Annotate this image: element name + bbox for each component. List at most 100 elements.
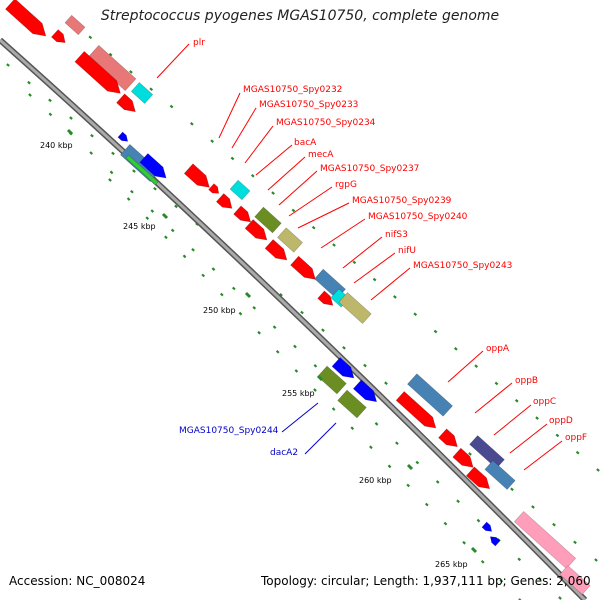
gc-dot xyxy=(311,225,316,230)
gc-dot xyxy=(89,151,93,155)
gene-callout-line xyxy=(231,107,257,149)
gene-opp-1-shape xyxy=(407,373,453,417)
gene-bottom-4 xyxy=(489,536,501,547)
gene-label: plr xyxy=(193,38,205,48)
gc-dot xyxy=(435,480,440,484)
gene-mid-13-shape xyxy=(317,290,334,306)
kbp-tick-label: 265 kbp xyxy=(435,560,468,569)
gc-dot xyxy=(189,122,194,126)
gc-dot xyxy=(499,579,504,583)
gene-bottom-1-shape xyxy=(513,510,577,570)
gene-inner-7-shape xyxy=(337,389,367,419)
gene-callout-line xyxy=(304,422,337,455)
gc-dot xyxy=(555,433,560,438)
gc-dot xyxy=(424,502,429,507)
gene-inner-8 xyxy=(352,379,378,403)
gene-opp-5-shape xyxy=(469,435,505,469)
gene-mid-4 xyxy=(215,193,233,209)
backbone-core xyxy=(0,38,587,600)
gene-opp-3-shape xyxy=(438,428,458,448)
gene-callout-line xyxy=(447,350,484,383)
gene-opp-6 xyxy=(484,460,516,490)
gene-mid-8 xyxy=(277,227,303,253)
genome-backbone xyxy=(0,37,588,600)
gene-inner-7 xyxy=(337,389,367,419)
gene-mid-10-shape xyxy=(290,255,316,280)
gene-mid-6 xyxy=(254,206,282,234)
gene-callout-line xyxy=(342,236,383,269)
gc-dot xyxy=(413,312,418,317)
topology-label: Topology: circular; Length: 1,937,111 bp… xyxy=(261,574,591,588)
gc-dot xyxy=(250,173,255,178)
gc-dot xyxy=(272,325,277,329)
gc-dot xyxy=(153,186,157,191)
gc-dot xyxy=(395,441,399,446)
gene-inner-4-shape xyxy=(117,131,129,142)
gc-dot xyxy=(443,521,448,526)
gc-dot xyxy=(170,228,175,233)
gene-opp-3 xyxy=(438,428,458,448)
gene-label: oppB xyxy=(515,376,538,386)
gc-dot xyxy=(149,87,154,92)
gc-dot xyxy=(164,235,168,240)
gc-dot xyxy=(535,416,539,420)
gc-dot xyxy=(6,63,10,67)
gc-dot xyxy=(321,328,325,332)
gene-mid-7-shape xyxy=(244,219,268,241)
gc-dot xyxy=(238,311,243,316)
gene-mid-3 xyxy=(229,179,251,201)
gc-dot xyxy=(169,104,174,109)
gene-mid-6-shape xyxy=(254,206,282,234)
gc-dot xyxy=(109,170,114,175)
gene-callout-line xyxy=(156,43,190,79)
gc-dot xyxy=(132,169,136,173)
gene-label: MGAS10750_Spy0233 xyxy=(259,100,358,110)
gene-label: bacA xyxy=(294,138,317,148)
gene-callout-line xyxy=(255,144,293,176)
gc-dot xyxy=(27,80,31,85)
kbp-tick-mark xyxy=(316,374,324,382)
gene-topleft-5-shape xyxy=(74,50,121,94)
gc-dot xyxy=(594,558,598,562)
gc-dot xyxy=(108,178,112,182)
accession-label: Accession: NC_008024 xyxy=(9,574,146,588)
gene-label: MGAS10750_Spy0232 xyxy=(243,85,342,95)
gene-topleft-3-shape xyxy=(64,14,86,36)
gene-inner-4 xyxy=(117,131,129,142)
gene-opp-7 xyxy=(465,466,491,490)
gene-mid-7 xyxy=(244,219,268,241)
gc-dot xyxy=(331,407,336,411)
gene-mid-2 xyxy=(208,183,220,194)
gc-dot xyxy=(271,191,275,195)
gene-label: oppF xyxy=(565,433,587,443)
gene-callout-line xyxy=(297,202,350,229)
gene-mid-1 xyxy=(183,163,210,188)
gene-mid-9 xyxy=(264,239,288,261)
gene-callout-line xyxy=(218,92,241,139)
gene-label: nifS3 xyxy=(385,230,408,240)
gene-topleft-3 xyxy=(64,14,86,36)
gc-dot xyxy=(474,364,479,368)
gc-dot xyxy=(201,273,206,278)
gc-dot xyxy=(352,260,357,265)
gene-topleft-2 xyxy=(51,29,66,44)
gc-dot xyxy=(88,35,93,40)
gc-dot xyxy=(387,464,392,469)
gc-dot xyxy=(28,93,32,97)
gene-mid-2-shape xyxy=(208,183,220,194)
gene-inner-2 xyxy=(125,154,159,186)
gene-mid-10 xyxy=(290,255,316,280)
gene-label: MGAS10750_Spy0240 xyxy=(368,212,468,222)
kbp-tick-label: 240 kbp xyxy=(40,141,73,150)
kbp-tick-label: 260 kbp xyxy=(359,476,392,485)
gc-dot xyxy=(90,133,94,138)
gc-dot xyxy=(372,277,377,282)
kbp-tick-mark xyxy=(244,291,252,299)
gc-dot xyxy=(433,329,438,334)
gene-topleft-7 xyxy=(116,93,136,113)
gene-callout-line xyxy=(353,252,396,284)
gc-dot xyxy=(531,505,535,509)
gene-bottom-1 xyxy=(513,510,577,570)
